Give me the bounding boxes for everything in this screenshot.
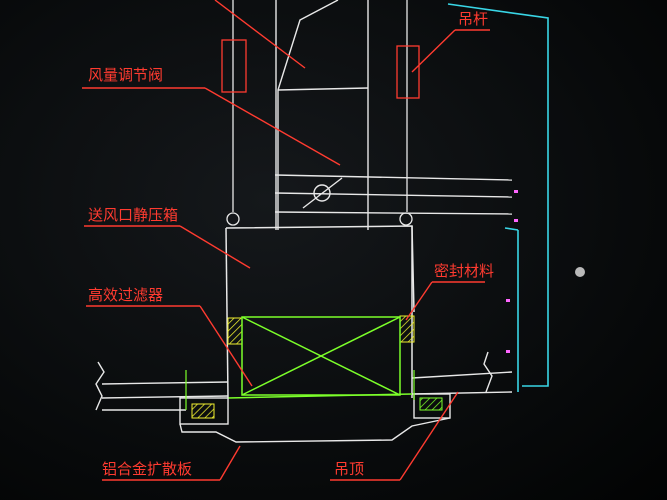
label-damper: 风量调节阀 xyxy=(88,66,163,84)
support-right xyxy=(419,397,443,411)
hepa-filter xyxy=(227,316,413,399)
damper-symbol xyxy=(302,177,343,209)
label-diffuser-plate: 铝合金扩散板 xyxy=(102,460,192,478)
ceiling-structure xyxy=(95,351,513,443)
sealing-left xyxy=(227,317,243,345)
cyan-boundary xyxy=(447,3,549,392)
label-plenum-box: 送风口静压箱 xyxy=(88,206,178,224)
plenum-box xyxy=(225,225,415,399)
label-ceiling: 吊顶 xyxy=(334,460,364,478)
sealing-right xyxy=(399,315,415,343)
duct-structure xyxy=(274,0,513,230)
magenta-markers xyxy=(506,190,518,353)
hanger-rods xyxy=(221,0,420,226)
label-hepa-filter: 高效过滤器 xyxy=(88,286,163,304)
leader-lines xyxy=(82,0,490,481)
support-left xyxy=(191,403,215,419)
label-hanger-rod: 吊杆 xyxy=(458,10,488,28)
mouse-cursor xyxy=(575,267,585,277)
label-sealing-material: 密封材料 xyxy=(434,262,494,280)
